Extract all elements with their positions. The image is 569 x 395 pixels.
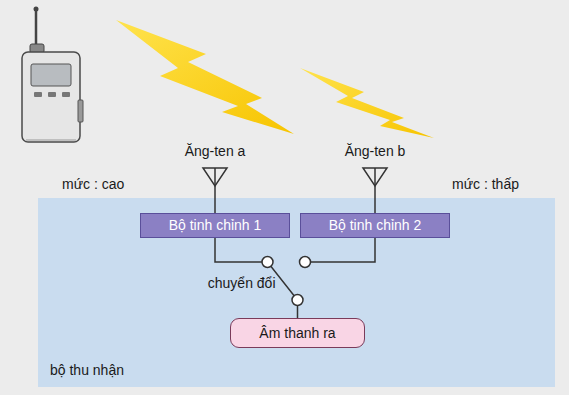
antenna-triangle <box>363 168 387 186</box>
box-label: Âm thanh ra <box>259 325 335 342</box>
antenna-symbol <box>203 168 227 214</box>
box-label: Bộ tinh chỉnh 2 <box>329 217 422 234</box>
transmitter-button <box>62 92 70 97</box>
transmitter-illustration <box>22 7 83 143</box>
transmitter-switch <box>78 100 83 122</box>
box-label: Bộ tinh chỉnh 1 <box>169 217 262 234</box>
antenna-stem <box>214 168 216 214</box>
tuner-box: Bộ tinh chỉnh 1 <box>140 213 290 238</box>
antenna-triangle <box>203 168 227 186</box>
radio-signal-bolt <box>300 68 434 138</box>
transmitter-seam <box>26 140 76 141</box>
receiver-band: bộ thu nhận Bộ tinh chỉnh 1 Bộ tinh chỉnh … <box>38 198 555 387</box>
transmitter-button <box>48 92 56 97</box>
switch-label: chuyển đổi <box>208 275 276 292</box>
receiver-region <box>38 198 555 387</box>
region-label: bộ thu nhận <box>50 362 124 379</box>
switch-contact <box>292 295 303 306</box>
transmitter-body <box>22 52 80 142</box>
switch-contact <box>262 257 273 268</box>
antenna-stem <box>374 168 376 214</box>
antenna-label: Ăng-ten b <box>345 143 406 160</box>
antenna-tip <box>34 7 39 12</box>
output-box: Âm thanh ra <box>230 318 365 348</box>
antenna-symbol <box>363 168 387 214</box>
antenna-label: Ăng-ten a <box>185 143 246 160</box>
signal-level-label: mức : cao <box>62 176 124 193</box>
switch-contact <box>300 257 311 268</box>
signal-level-label: mức : thấp <box>452 176 519 193</box>
radio-signal-bolt <box>116 20 294 134</box>
transmitter-display <box>31 64 71 86</box>
transmitter-button <box>34 92 42 97</box>
unused-wire <box>310 238 375 262</box>
tuner-box: Bộ tinh chỉnh 2 <box>300 213 450 238</box>
